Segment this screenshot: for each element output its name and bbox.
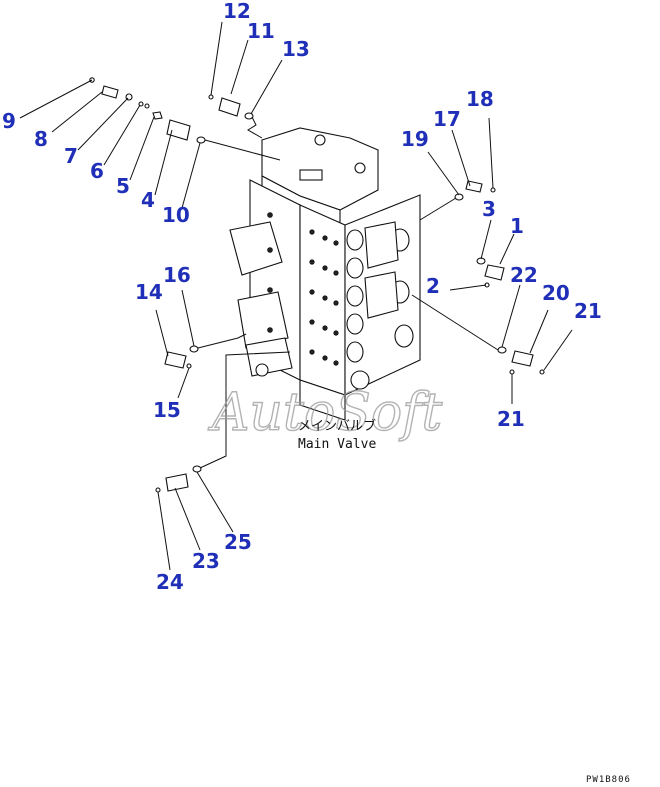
caption-english: Main Valve — [298, 437, 376, 452]
callout-16: 16 — [163, 263, 191, 287]
callout-23: 23 — [192, 549, 220, 573]
callout-18: 18 — [466, 87, 494, 111]
callout-17: 17 — [433, 107, 461, 131]
callout-15: 15 — [153, 398, 181, 422]
callout-10: 10 — [162, 203, 190, 227]
callout-5: 5 — [116, 174, 130, 198]
callout-labels: 12 11 13 9 8 7 6 5 4 10 18 17 19 3 1 22 … — [2, 0, 602, 594]
drawing-code: PW1B806 — [586, 775, 631, 785]
callout-2: 2 — [426, 274, 440, 298]
callout-1: 1 — [510, 214, 524, 238]
callout-4: 4 — [141, 188, 155, 212]
callout-19: 19 — [401, 127, 429, 151]
callout-22: 22 — [510, 263, 538, 287]
caption-japanese: メインバルブ — [298, 418, 376, 434]
callout-20: 20 — [542, 281, 570, 305]
watermark-text: AutoSoft — [208, 383, 442, 443]
callout-21-upper: 21 — [574, 299, 602, 323]
callout-9: 9 — [2, 109, 16, 133]
callout-7: 7 — [64, 144, 78, 168]
main-valve-body — [229, 127, 421, 421]
exploded-parts — [89, 77, 545, 493]
callout-25: 25 — [224, 530, 252, 554]
callout-21-lower: 21 — [497, 407, 525, 431]
callout-24: 24 — [156, 570, 184, 594]
callout-12: 12 — [223, 0, 251, 23]
callout-3: 3 — [482, 197, 496, 221]
leader-lines — [19, 21, 573, 571]
callout-14: 14 — [135, 280, 163, 304]
callout-11: 11 — [247, 19, 275, 43]
callout-13: 13 — [282, 37, 310, 61]
callout-6: 6 — [90, 159, 104, 183]
callout-8: 8 — [34, 127, 48, 151]
